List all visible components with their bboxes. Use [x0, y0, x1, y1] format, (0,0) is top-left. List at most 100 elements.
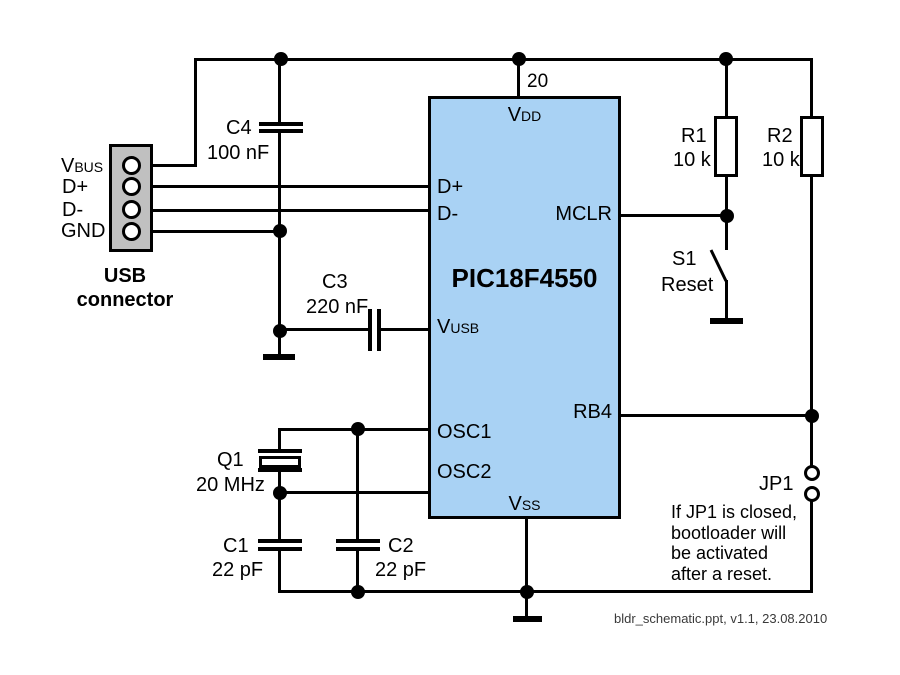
wire-q1-top [278, 428, 281, 449]
ic-pin-label-vdd: VDD [507, 104, 542, 126]
jp1-note: If JP1 is closed, bootloader will be act… [671, 502, 797, 584]
wire-vusb-right [381, 328, 428, 331]
crystal-q1-plate [258, 449, 302, 453]
wire-r1-top [725, 58, 728, 118]
jp1-note-line3: be activated [671, 543, 769, 563]
capacitor-c4-plate [259, 129, 303, 133]
crystal-q1-body [259, 456, 301, 468]
wire-q1-bottom [278, 472, 281, 493]
junction-dot [720, 209, 734, 223]
resistor-r2-body [800, 116, 824, 177]
ic-pin-label-rb4: RB4 [573, 401, 612, 423]
jp1-note-line2: bootloader will [671, 522, 787, 543]
r1-value-label: 10 k [673, 149, 711, 171]
usb-caption-line2: connector [76, 289, 174, 311]
ic-pin-label-vss: VSS [508, 493, 541, 515]
capacitor-c3-plate [377, 309, 381, 351]
r2-value-label: 10 k [762, 149, 800, 171]
c4-ref-label: C4 [226, 117, 252, 139]
junction-dot [274, 52, 288, 66]
c4-value-label: 100 nF [207, 142, 270, 164]
capacitor-c3-plate [368, 309, 372, 351]
ic-pin-label-vusb: VUSB [437, 316, 480, 338]
junction-dot [719, 52, 733, 66]
usb-pin-label-vbus: VBUS [61, 155, 104, 177]
junction-dot [512, 52, 526, 66]
wire-r1-bottom [725, 175, 728, 217]
c3-ref-label: C3 [322, 271, 348, 293]
wire-mclr [620, 214, 727, 217]
capacitor-c4-plate [259, 122, 303, 126]
ic-pin-label-dminus: D- [437, 203, 459, 225]
jp1-ref-label: JP1 [759, 473, 794, 495]
wire-c1-bottom [278, 551, 281, 592]
wire-vss [525, 517, 528, 617]
wire-osc2 [278, 491, 428, 494]
wire-s1-top [725, 216, 728, 250]
c2-ref-label: C2 [388, 535, 414, 557]
wire-c1-top [278, 491, 281, 539]
wire-gnd-stub-c3 [278, 331, 281, 355]
ic-pin-label-osc1: OSC1 [437, 421, 492, 443]
ic-pin-label-dplus: D+ [437, 176, 464, 198]
jp1-pin-top [804, 465, 820, 481]
junction-dot [273, 486, 287, 500]
capacitor-c1-plate [258, 547, 302, 551]
ic-pin-label-mclr: MCLR [555, 203, 612, 225]
junction-dot [273, 324, 287, 338]
usb-pin-label-dplus: D+ [62, 176, 89, 198]
c1-ref-label: C1 [223, 535, 249, 557]
junction-dot [520, 585, 534, 599]
wire-vusb-left [278, 328, 368, 331]
jp1-note-line1: If JP1 is closed, [671, 502, 798, 522]
r2-ref-label: R2 [767, 125, 793, 147]
wire-rb4 [620, 414, 812, 417]
crystal-q1-plate [258, 468, 302, 472]
junction-dot [351, 585, 365, 599]
wire-r2-top [810, 58, 813, 118]
usb-pin-vbus [122, 156, 141, 175]
c2-value-label: 22 pF [375, 559, 427, 581]
ground-symbol [263, 354, 295, 360]
capacitor-c2-plate [336, 539, 380, 543]
c3-value-label: 220 nF [306, 296, 369, 318]
usb-pin-dplus [122, 177, 141, 196]
ground-symbol [513, 616, 542, 622]
r1-ref-label: R1 [681, 125, 707, 147]
s1-value-label: Reset [661, 274, 714, 296]
ic-body [428, 96, 621, 519]
wire-gnd [139, 230, 280, 233]
s1-ref-label: S1 [672, 248, 697, 270]
jp1-pin-bottom [804, 486, 820, 502]
usb-caption-line1: USB [103, 265, 147, 287]
reset-switch-blade [709, 249, 728, 282]
ground-symbol [710, 318, 743, 324]
junction-dot [805, 409, 819, 423]
wire-s1-bottom [725, 280, 728, 320]
c1-value-label: 22 pF [212, 559, 264, 581]
wire-vdd-rail [194, 58, 813, 61]
q1-ref-label: Q1 [217, 449, 244, 471]
ic-pin-number-20: 20 [527, 71, 549, 92]
wire-r2-bottom [810, 177, 813, 417]
wire-segment [139, 164, 196, 167]
wire-jp1-bottom [810, 501, 813, 592]
capacitor-c1-plate [258, 539, 302, 543]
wire-ground-rail [278, 590, 813, 593]
usb-pin-label-gnd: GND [61, 220, 106, 242]
wire-c2-bottom [356, 551, 359, 592]
wire-vbus-riser [194, 58, 197, 167]
resistor-r1-body [714, 116, 738, 177]
wire-jp1-top [810, 415, 813, 466]
junction-dot [273, 224, 287, 238]
ic-pin-label-osc2: OSC2 [437, 461, 492, 483]
ic-name: PIC18F4550 [451, 263, 598, 293]
usb-pin-label-dminus: D- [62, 199, 84, 221]
wire-vdd-stub [517, 58, 520, 99]
usb-pin-dminus [122, 200, 141, 219]
junction-dot [351, 422, 365, 436]
wire-dplus [139, 185, 428, 188]
capacitor-c2-plate [336, 547, 380, 551]
footer-version-text: bldr_schematic.ppt, v1.1, 23.08.2010 [614, 611, 828, 626]
